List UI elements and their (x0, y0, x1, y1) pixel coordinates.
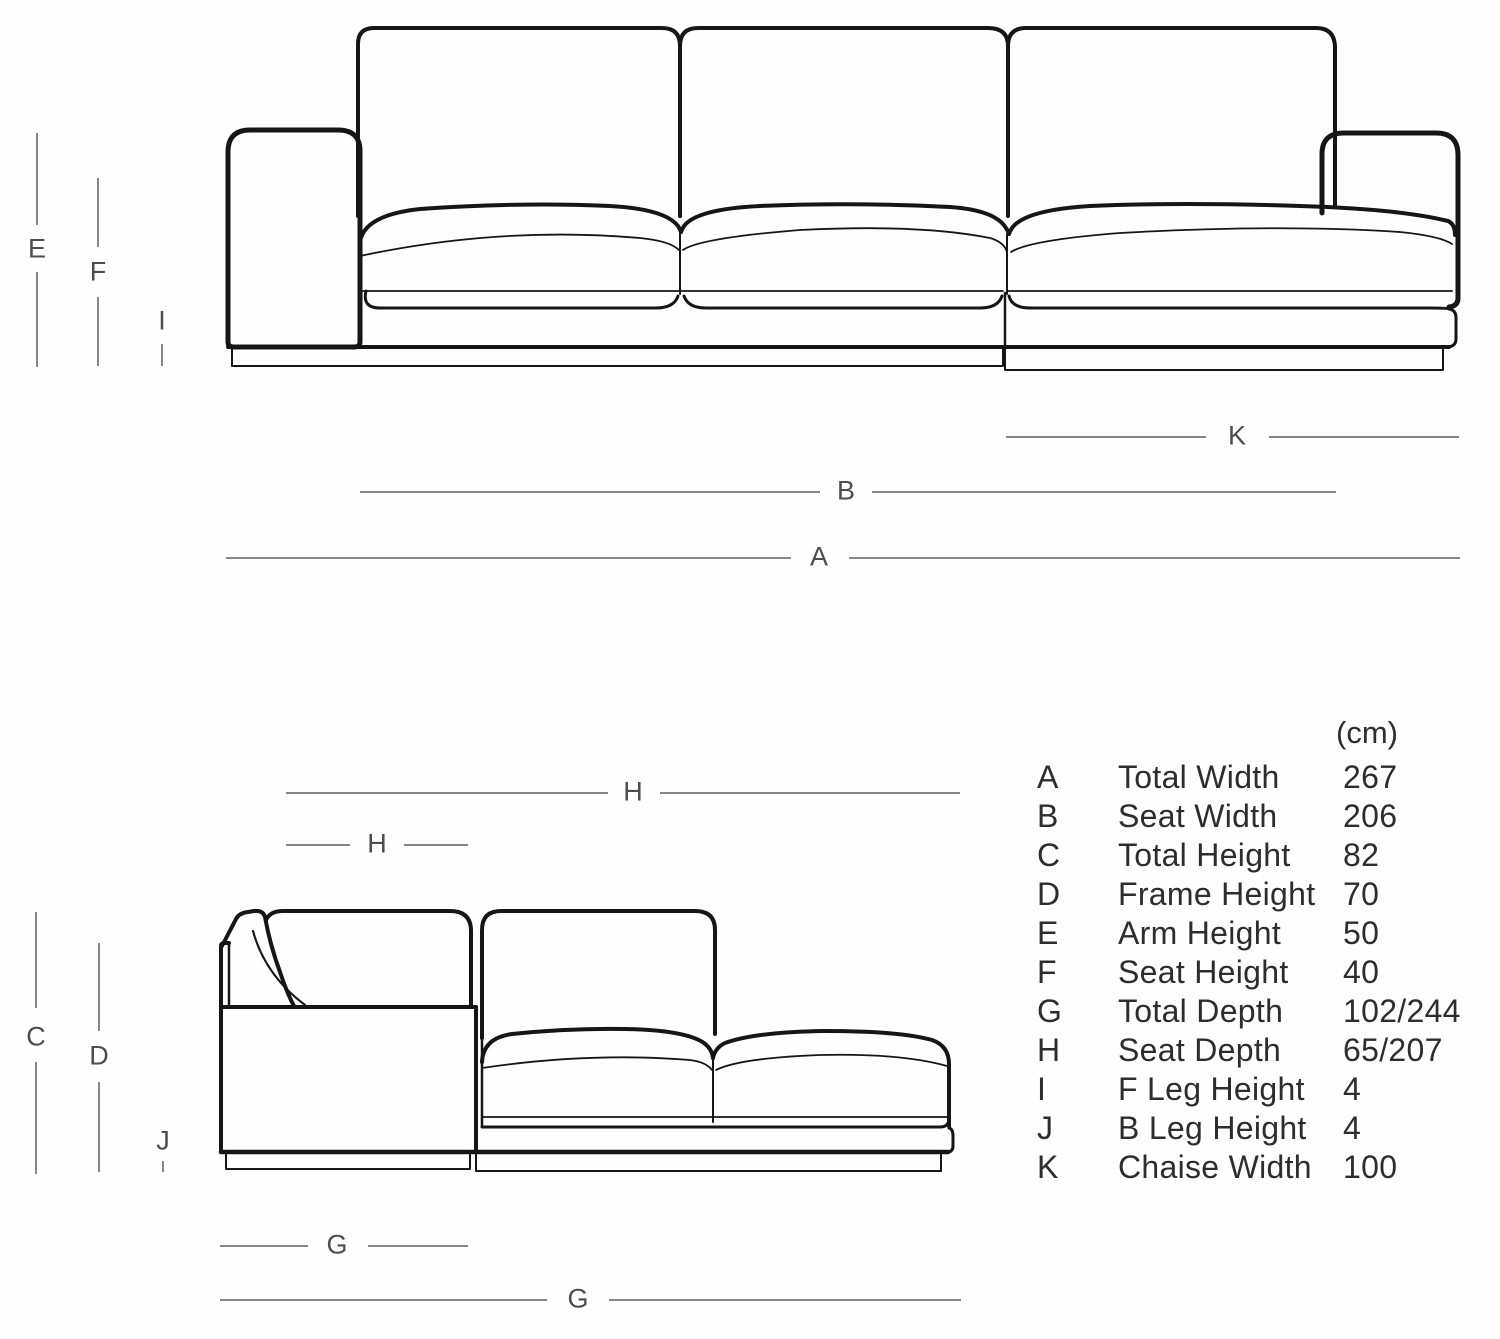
legend-letter: E (1037, 915, 1059, 951)
front-right-arm (1319, 130, 1461, 310)
legend-letter: I (1037, 1071, 1047, 1107)
legend-row: K Chaise Width 100 (1037, 1148, 1477, 1187)
front-left-arm (225, 127, 363, 350)
dim-label-total-width: A (809, 541, 829, 572)
dim-label-front-leg-height: I (158, 305, 166, 336)
legend-name: Total Depth (1118, 993, 1284, 1029)
dim-label-seat-depth-total: H (623, 776, 643, 807)
dim-label-depth-section: G (326, 1229, 348, 1260)
front-seat-contour (359, 227, 1453, 257)
legend-value: 102/244 (1343, 993, 1461, 1029)
side-chaise-back-cushion (480, 909, 717, 1040)
legend-letter: K (1037, 1149, 1059, 1185)
front-chaise-base-right-edge (1446, 307, 1458, 349)
dim-label-seat-height: F (89, 256, 107, 287)
legend-row: F Seat Height 40 (1037, 953, 1477, 992)
front-seat-bulge-right (1007, 202, 1457, 237)
dimension-legend: A Total Width 267 B Seat Width 206 C Tot… (1037, 758, 1477, 1187)
legend-value: 70 (1343, 876, 1380, 912)
legend-name: Chaise Width (1118, 1149, 1312, 1185)
legend-row: J B Leg Height 4 (1037, 1109, 1477, 1148)
legend-row: A Total Width 267 (1037, 758, 1477, 797)
legend-name: Frame Height (1118, 876, 1316, 912)
dim-label-back-leg-height: J (156, 1125, 170, 1156)
front-plinth-left (231, 347, 1004, 367)
dim-label-chaise-width: K (1227, 420, 1247, 451)
front-seat-bulge-middle (679, 202, 1011, 236)
legend-unit-header: (cm) (1336, 715, 1398, 750)
front-view-drawing (225, 26, 1461, 371)
legend-value: 82 (1343, 837, 1380, 873)
legend-name: Seat Height (1118, 954, 1289, 990)
legend-value: 65/207 (1343, 1032, 1443, 1068)
side-seat-bulge-1 (480, 1026, 715, 1064)
legend-letter: D (1037, 876, 1061, 912)
legend-value: 4 (1343, 1071, 1362, 1107)
legend-name: Seat Depth (1118, 1032, 1282, 1068)
front-back-cushion-middle (678, 26, 1010, 218)
legend-name: B Leg Height (1118, 1110, 1307, 1146)
side-base-right-edge (945, 1126, 955, 1154)
dimension-lines (35, 133, 1460, 1301)
legend-row: E Arm Height 50 (1037, 914, 1477, 953)
legend-letter: F (1037, 954, 1057, 990)
side-headrest-cushion (264, 909, 473, 1007)
legend-value: 50 (1343, 915, 1380, 951)
side-seat-contour (481, 1053, 948, 1071)
legend-row: C Total Height 82 (1037, 836, 1477, 875)
dim-label-seat-width: B (836, 475, 856, 506)
front-cushion-underside (363, 289, 1451, 311)
legend-letter: H (1037, 1032, 1061, 1068)
legend-value: 100 (1343, 1149, 1398, 1185)
legend-letter: J (1037, 1110, 1054, 1146)
front-cushion-gap-lines (679, 231, 1008, 295)
dim-label-arm-height: E (27, 233, 47, 264)
side-view-drawing (218, 908, 955, 1172)
front-back-cushion-left (356, 26, 682, 218)
dim-label-frame-height: D (89, 1040, 109, 1071)
side-back-cushion-inner-line (251, 929, 307, 1007)
dim-label-seat-depth-seat: H (367, 828, 387, 859)
legend-row: G Total Depth 102/244 (1037, 992, 1477, 1031)
legend-name: Seat Width (1118, 798, 1278, 834)
legend-value: 40 (1343, 954, 1380, 990)
legend-letter: G (1037, 993, 1063, 1029)
legend-row: I F Leg Height 4 (1037, 1070, 1477, 1109)
legend-letter: B (1037, 798, 1059, 834)
dim-label-depth-total: G (567, 1283, 589, 1314)
legend-value: 4 (1343, 1110, 1362, 1146)
dim-label-total-height: C (26, 1021, 46, 1052)
legend-row: H Seat Depth 65/207 (1037, 1031, 1477, 1070)
front-back-cushion-right (1006, 26, 1337, 216)
side-plinth-left (225, 1151, 471, 1170)
legend-letter: C (1037, 837, 1061, 873)
side-cushion-underside (480, 1118, 951, 1129)
front-plinth-right (1004, 346, 1444, 371)
legend-letter: A (1037, 759, 1059, 795)
legend-name: Arm Height (1118, 915, 1282, 951)
legend-row: B Seat Width 206 (1037, 797, 1477, 836)
side-plinth-right (475, 1151, 942, 1172)
legend-value: 206 (1343, 798, 1398, 834)
side-back-cushion-slanted (220, 908, 296, 1008)
legend-value: 267 (1343, 759, 1398, 795)
side-seat-bulge-2 (711, 1029, 951, 1128)
legend-name: Total Height (1118, 837, 1291, 873)
legend-row: D Frame Height 70 (1037, 875, 1477, 914)
legend-name: F Leg Height (1118, 1071, 1305, 1107)
legend-name: Total Width (1118, 759, 1280, 795)
front-seat-bulge-left (358, 202, 683, 244)
